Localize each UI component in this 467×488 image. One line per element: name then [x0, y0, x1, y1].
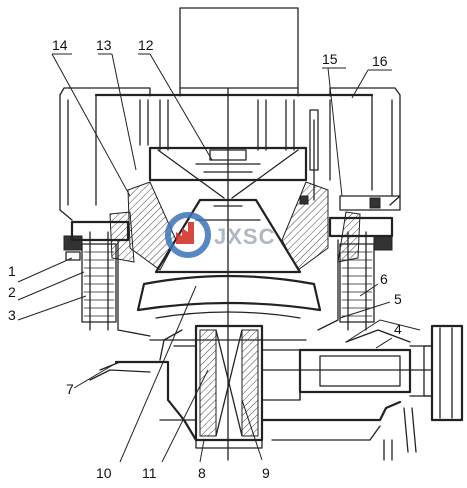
callout-16: 16: [372, 53, 388, 69]
lower-body: [136, 274, 322, 449]
callout-11: 11: [142, 465, 157, 481]
jxsc-watermark-logo: JXSC: [165, 212, 275, 258]
watermark-text: JXSC: [214, 224, 275, 249]
logo-factory-icon: [176, 222, 194, 244]
callout-1: 1: [8, 263, 16, 279]
callout-8: 8: [198, 465, 206, 481]
callout-2: 2: [8, 284, 16, 300]
callout-15: 15: [322, 51, 338, 67]
callout-9: 9: [262, 465, 270, 481]
callout-10: 10: [96, 465, 112, 481]
upper-frame: [59, 87, 401, 221]
main-frame-flange: [70, 195, 401, 337]
logo-ring-icon: [165, 212, 211, 258]
callout-6: 6: [380, 271, 388, 287]
callout-13: 13: [96, 37, 112, 53]
callout-12: 12: [138, 37, 154, 53]
callout-3: 3: [8, 307, 16, 323]
spring-left: [63, 231, 117, 331]
callout-4: 4: [394, 321, 402, 337]
drive-pulley: [423, 324, 464, 422]
callout-5: 5: [394, 291, 402, 307]
leader-lines: [17, 53, 421, 463]
spring-right: [339, 231, 393, 331]
top-feed-box: [179, 7, 299, 97]
callout-labels: 1 2 3 4 5 6 7 8 9 10 11 12 13 14 15 16: [8, 37, 402, 481]
callout-7: 7: [66, 381, 74, 397]
callout-14: 14: [52, 37, 68, 53]
